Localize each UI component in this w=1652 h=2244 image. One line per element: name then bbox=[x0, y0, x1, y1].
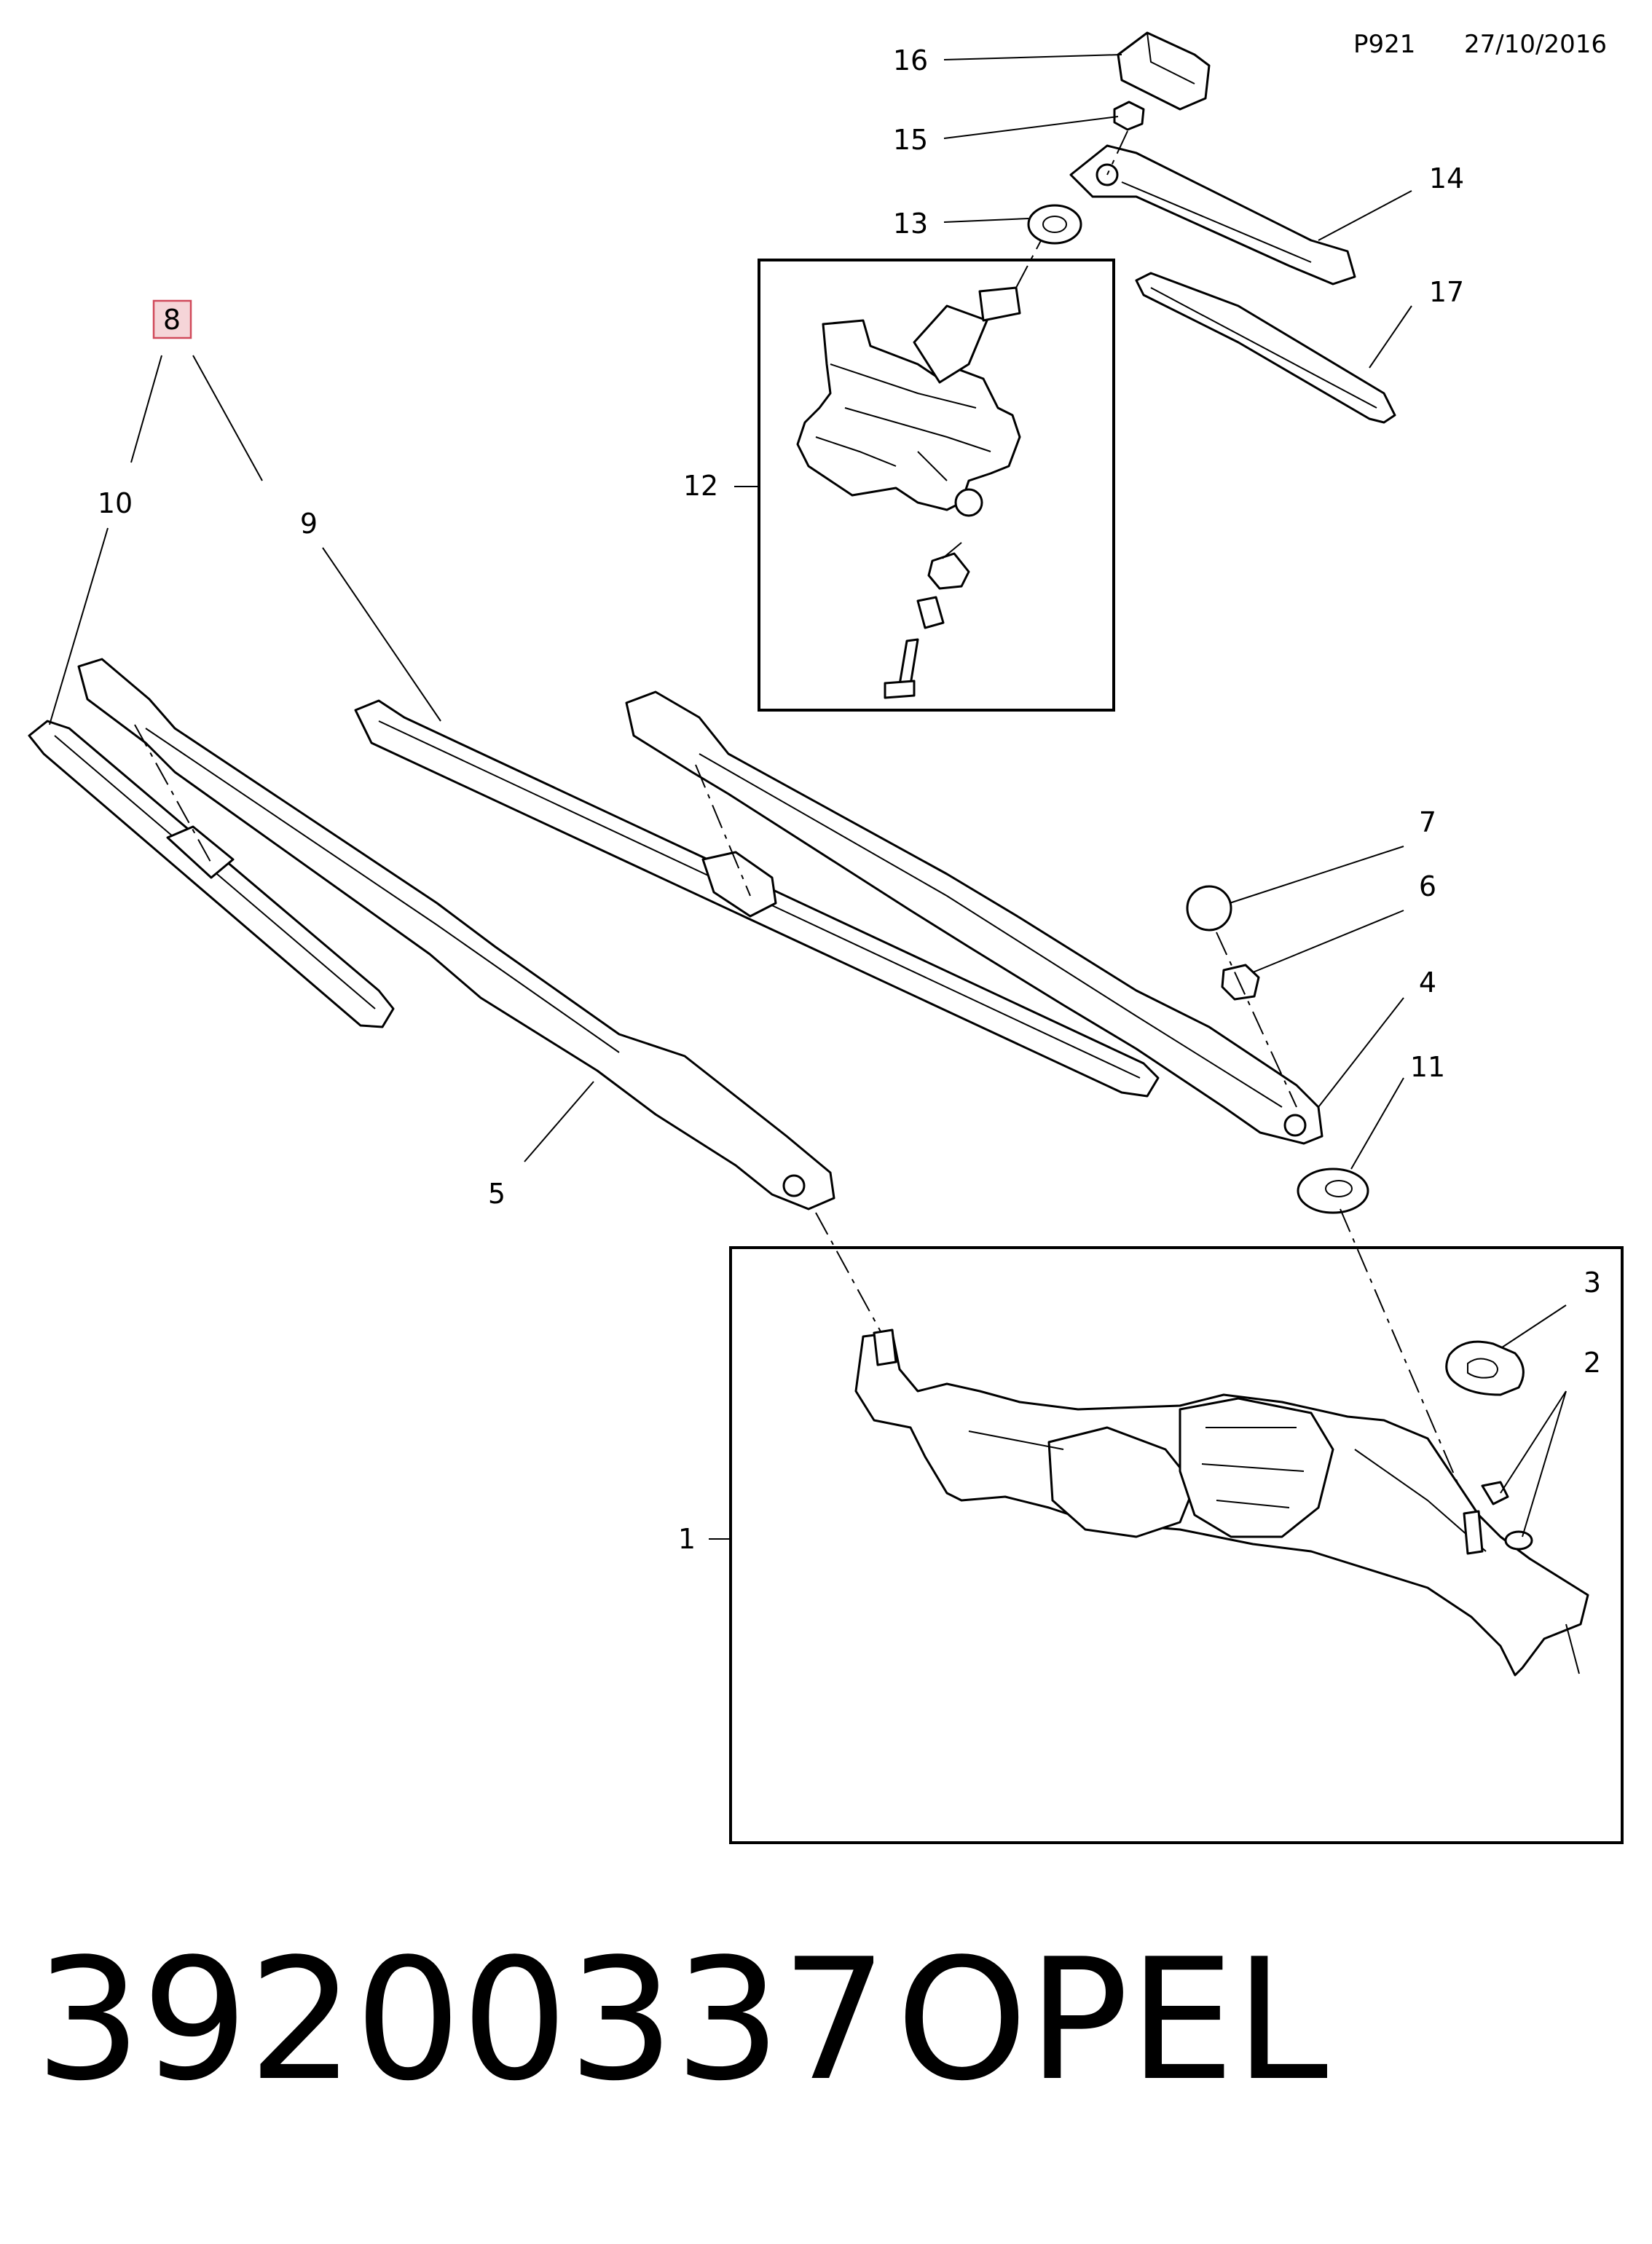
callout-6: 6 bbox=[1419, 870, 1436, 902]
rear-seal bbox=[1027, 204, 1082, 245]
front-wiper-arm-right bbox=[625, 690, 1323, 1145]
callout-10: 10 bbox=[98, 487, 133, 519]
axis-arm-right bbox=[1216, 932, 1297, 1108]
front-wiper-linkage bbox=[854, 1328, 1589, 1677]
front-wiper-blade-right bbox=[354, 699, 1160, 1098]
callout-3: 3 bbox=[1584, 1267, 1601, 1299]
callout-12: 12 bbox=[683, 470, 718, 502]
rear-wiper-motor bbox=[796, 218, 1053, 699]
axis-blade-right bbox=[695, 764, 751, 897]
callout-16: 16 bbox=[893, 44, 928, 76]
callout-7: 7 bbox=[1419, 806, 1436, 838]
diagram-date: 27/10/2016 bbox=[1464, 30, 1607, 59]
callout-11: 11 bbox=[1410, 1051, 1445, 1083]
brand-name: OPEL bbox=[896, 1924, 1329, 2118]
axis-blade-left bbox=[134, 724, 212, 864]
nut-cover-cap bbox=[1186, 885, 1232, 932]
front-wiper-blade-left bbox=[28, 720, 395, 1028]
callout-17: 17 bbox=[1429, 276, 1464, 308]
highlighted-callout-box bbox=[152, 299, 192, 339]
rear-wiper-blade bbox=[1135, 272, 1396, 424]
rear-arm-nut bbox=[1113, 101, 1145, 131]
callout-14: 14 bbox=[1429, 162, 1464, 194]
page-code: P921 bbox=[1353, 30, 1415, 59]
callout-8: 8 bbox=[163, 304, 181, 336]
callout-5: 5 bbox=[488, 1178, 506, 1210]
rear-motor-inset-box bbox=[758, 259, 1115, 712]
rubber-grommet bbox=[1445, 1340, 1525, 1396]
callout-9: 9 bbox=[300, 508, 318, 540]
axis-arm-left bbox=[815, 1212, 882, 1334]
hex-nut bbox=[1221, 964, 1260, 1001]
callout-1: 1 bbox=[678, 1523, 696, 1555]
rear-arm-cap bbox=[1117, 31, 1211, 111]
callout-labels: 8 16 15 13 14 17 12 10 9 7 6 4 11 5 3 2 … bbox=[98, 44, 1601, 1555]
front-wiper-arm-left bbox=[77, 658, 835, 1210]
callout-4: 4 bbox=[1419, 967, 1436, 999]
callout-2: 2 bbox=[1584, 1347, 1601, 1379]
leader-lines bbox=[49, 54, 1567, 1540]
washer-seal bbox=[1297, 1168, 1369, 1214]
callout-15: 15 bbox=[893, 124, 928, 156]
axis-seal bbox=[1340, 1208, 1472, 1516]
front-linkage-inset-box bbox=[729, 1246, 1624, 1844]
rear-axis-line bbox=[1106, 130, 1128, 176]
callout-13: 13 bbox=[893, 208, 928, 240]
part-number: 39200337 bbox=[35, 1924, 888, 2118]
